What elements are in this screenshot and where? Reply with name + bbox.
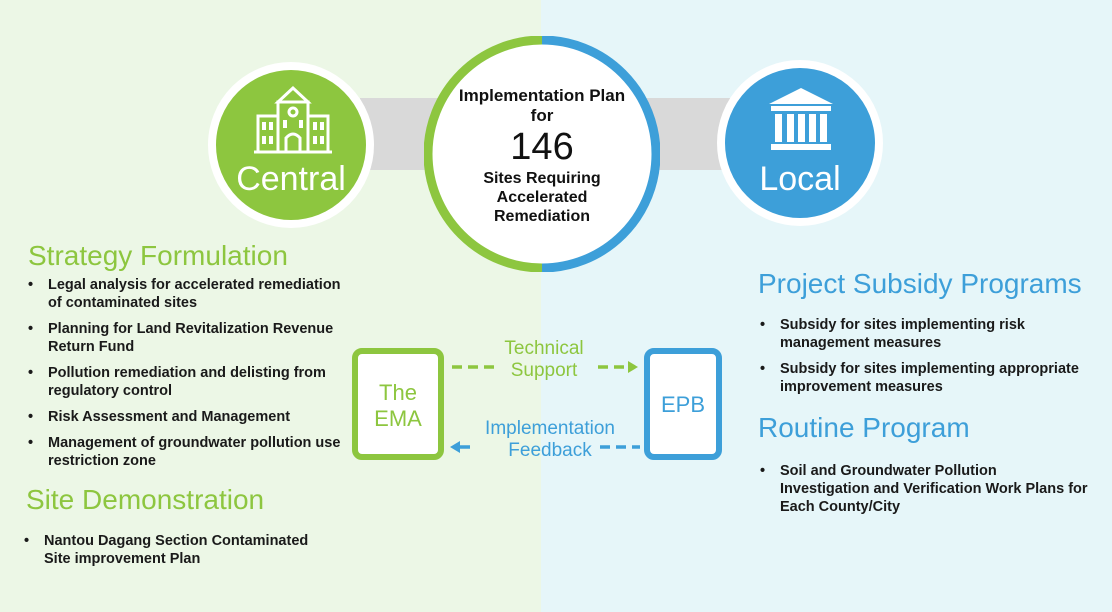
epb-label: EPB xyxy=(660,392,706,417)
center-subtitle-line1: Sites Requiring xyxy=(483,170,601,187)
ema-box: The EMA xyxy=(352,348,444,460)
center-number: 146 xyxy=(510,126,574,168)
implementation-feedback-line1: Implementation xyxy=(485,418,615,439)
technical-support-line1: Technical xyxy=(504,338,584,359)
routine-program-title: Routine Program xyxy=(758,412,970,443)
ema-line2: EMA xyxy=(374,406,422,431)
implementation-feedback-line2: Feedback xyxy=(508,440,592,461)
center-title-line2: for xyxy=(530,106,554,125)
site-demonstration-list: Nantou Dagang Section Contaminated Site … xyxy=(22,532,332,576)
local-circle: Local xyxy=(717,60,883,226)
school-building-icon xyxy=(254,85,332,154)
project-subsidy-list: Subsidy for sites implementing risk mana… xyxy=(758,316,1098,404)
center-circle: Implementation Plan for 146 Sites Requir… xyxy=(424,36,660,272)
government-building-icon xyxy=(769,88,833,150)
center-subtitle-line3: Remediation xyxy=(493,208,590,225)
central-circle: Central xyxy=(208,62,374,228)
site-demonstration-title: Site Demonstration xyxy=(26,484,265,515)
list-item: Subsidy for sites implementing appropria… xyxy=(758,360,1098,396)
center-ring xyxy=(424,36,660,272)
list-item: Nantou Dagang Section Contaminated Site … xyxy=(22,532,332,568)
implementation-feedback-arrow xyxy=(450,441,640,453)
technical-support-arrow xyxy=(452,361,638,373)
ema-line1: The xyxy=(379,380,417,405)
implementation-feedback-label: Implementation Feedback xyxy=(470,418,630,462)
central-label: Central xyxy=(236,160,346,198)
center-title-line1: Implementation Plan xyxy=(458,86,626,105)
technical-support-line2: Support xyxy=(510,360,578,381)
list-item: Subsidy for sites implementing risk mana… xyxy=(758,316,1098,352)
local-label: Local xyxy=(759,160,841,198)
project-subsidy-title: Project Subsidy Programs xyxy=(758,268,1082,299)
strategy-formulation-list: Legal analysis for accelerated remediati… xyxy=(26,276,356,478)
list-item: Planning for Land Revitalization Revenue… xyxy=(26,320,356,356)
list-item: Pollution remediation and delisting from… xyxy=(26,364,356,400)
list-item: Management of groundwater pollution use … xyxy=(26,434,356,470)
center-subtitle-line2: Accelerated xyxy=(496,189,588,206)
strategy-formulation-title: Strategy Formulation xyxy=(28,240,288,271)
technical-support-label: Technical Support xyxy=(484,338,604,382)
list-item: Soil and Groundwater Pollution Investiga… xyxy=(758,462,1088,516)
epb-box: EPB xyxy=(644,348,722,460)
list-item: Risk Assessment and Management xyxy=(26,408,356,426)
routine-program-list: Soil and Groundwater Pollution Investiga… xyxy=(758,462,1088,524)
list-item: Legal analysis for accelerated remediati… xyxy=(26,276,356,312)
